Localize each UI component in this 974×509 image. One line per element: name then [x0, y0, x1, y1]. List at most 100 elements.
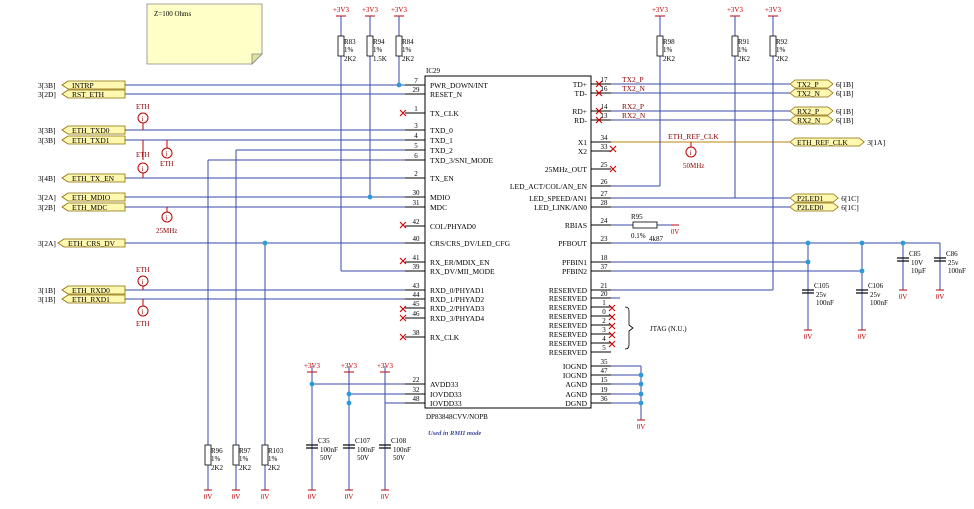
resistor-ref: R94: [373, 38, 385, 46]
resistor-ref: R98: [663, 38, 675, 46]
pin-label: IOVDD33: [430, 399, 462, 408]
pin-label: CRS/CRS_DV/LED_CFG: [430, 239, 511, 248]
vcc-symbol: +3V3: [362, 6, 378, 20]
pin-label: RXD_2/PHYAD3: [430, 304, 484, 313]
vcc-symbol: +3V3: [377, 362, 394, 376]
resistor-value: 2K2: [402, 55, 415, 63]
ground-label: 0V: [936, 293, 945, 301]
hier-port-left: 3[3B]INTRP: [38, 80, 126, 90]
pin-number: 28: [601, 199, 609, 207]
svg-text:i: i: [142, 115, 144, 123]
capacitor-voltage: 100nF: [357, 446, 375, 454]
svg-text:i: i: [142, 278, 144, 286]
probe-eth-1: ETH i: [136, 103, 150, 130]
resistor-tolerance: 0.1%: [631, 232, 646, 240]
capacitor-voltage: 10V: [911, 259, 923, 267]
pin-number: 13: [601, 112, 609, 120]
resistor-tolerance: 1%: [402, 46, 412, 54]
port-sheet-ref: 6[1B]: [836, 107, 854, 116]
capacitors: C8510V10µFC8625v100nFC10525v100nFC10625v…: [306, 250, 966, 462]
pin-label: TX_CLK: [430, 109, 459, 118]
no-connect-marks: [399, 80, 617, 348]
pin-label: AVDD33: [430, 380, 458, 389]
port-name: ETH_CRS_DV: [68, 239, 116, 248]
resistor-ref: R103: [268, 447, 284, 455]
capacitor-value: 50V: [393, 454, 405, 462]
pin-number: 26: [601, 178, 609, 186]
svg-text:ETH: ETH: [136, 103, 150, 111]
pin-label: RESERVED: [549, 348, 588, 357]
vcc-label: +3V3: [377, 362, 394, 370]
port-name: ETH_TX_EN: [72, 174, 115, 183]
port-sheet-ref: 3[2A]: [38, 193, 56, 202]
capacitor-voltage: 100nF: [320, 446, 338, 454]
pin-label: RXD_0/PHYAD1: [430, 286, 484, 295]
pin-label: LED_SPEED/AN1: [529, 194, 587, 203]
port-name: ETH_RXD1: [72, 295, 110, 304]
resistor-tolerance: 1%: [373, 46, 383, 54]
capacitor-value: 50V: [357, 454, 369, 462]
ground-symbol: 0V: [637, 419, 645, 431]
pin-label: PFBOUT: [558, 239, 587, 248]
pin-label: RESERVED: [549, 321, 588, 330]
pin-number: 34: [601, 134, 609, 142]
pin-label: PFBIN1: [562, 258, 587, 267]
pin-number: 37: [601, 263, 609, 271]
resistor-value: 2K2: [239, 464, 252, 472]
port-name: TX2_N: [797, 89, 820, 98]
pin-label: RESERVED: [549, 286, 588, 295]
port-sheet-ref: 6[1C]: [841, 194, 859, 203]
resistor-tolerance: 1%: [663, 46, 673, 54]
pin-number: 40: [413, 235, 421, 243]
port-name: P2LED1: [797, 194, 824, 203]
ground-label: 0V: [804, 333, 813, 341]
capacitor-value: 10µF: [911, 267, 926, 275]
port-name: ETH_TXD0: [72, 126, 110, 135]
pin-label: TXD_3/SNI_MODE: [430, 156, 493, 165]
hier-port-left: 3[1B]ETH_RXD0: [38, 285, 126, 295]
ground-label: 0V: [899, 293, 908, 301]
pin-number: 14: [601, 103, 609, 111]
vcc-symbol: +3V3: [304, 362, 320, 376]
ground-label: 0V: [858, 333, 867, 341]
pin-label: COL/PHYAD0: [430, 222, 476, 231]
pin-label: RD+: [572, 107, 587, 116]
ground-label: 0V: [308, 493, 317, 501]
pin-label: RXD_1/PHYAD2: [430, 295, 484, 304]
capacitor-value: 100nF: [948, 267, 966, 275]
pin-label: X2: [578, 147, 587, 156]
vcc-symbol: +3V3: [341, 362, 357, 376]
note-text: Z=100 Ohms: [154, 10, 191, 18]
resistor-tolerance: 1%: [268, 455, 278, 463]
pin-label: TXD_1: [430, 136, 453, 145]
capacitor-ref: C86: [946, 250, 958, 258]
